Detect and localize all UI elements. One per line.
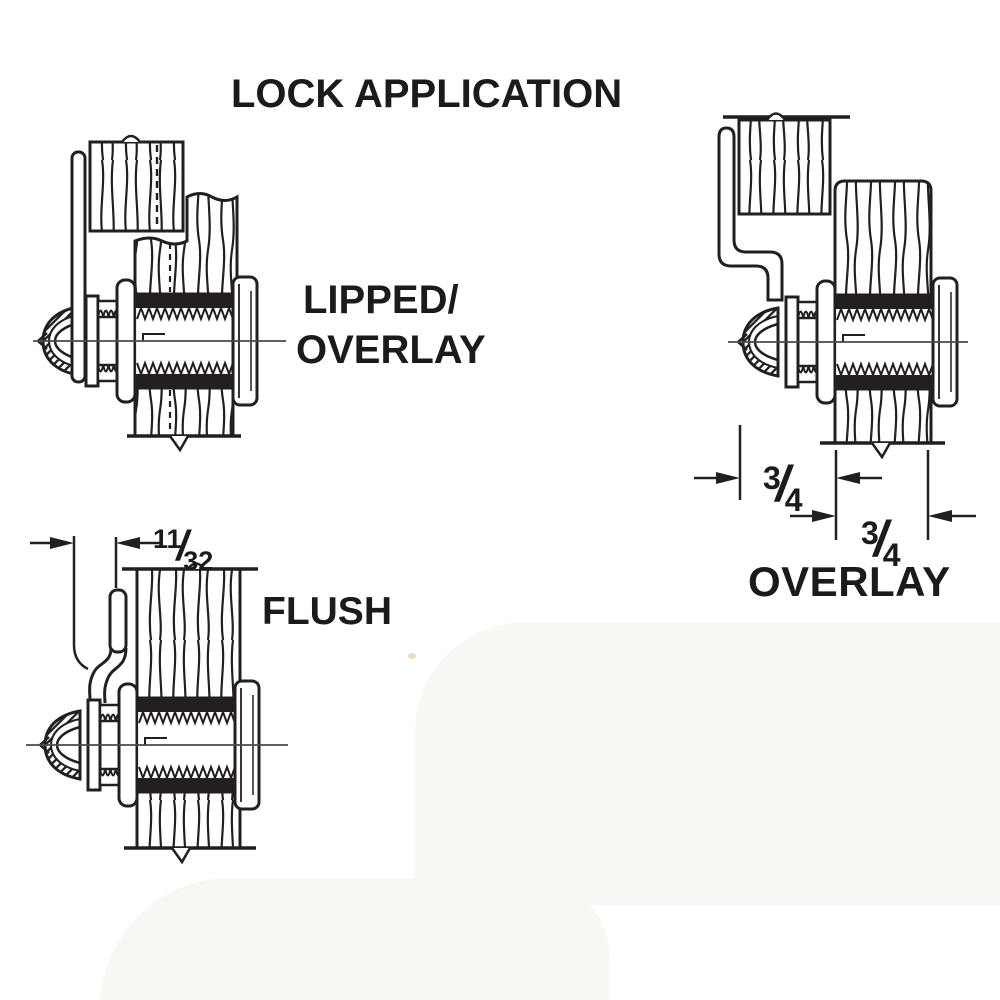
- fraction-numerator: 3: [861, 515, 879, 551]
- fraction-denominator: 32: [183, 546, 214, 576]
- overlay-dimension-lines: [694, 425, 976, 540]
- flush-door-panel: [122, 562, 258, 865]
- figure-title: LOCK APPLICATION: [231, 72, 623, 116]
- lipped-lip-strip: [70, 150, 87, 384]
- scan-speck: [408, 653, 416, 659]
- fraction-denominator: 4: [784, 482, 803, 518]
- overlay-thickness-dimension-value: 3/4: [861, 508, 901, 573]
- lipped-overlay-label-line2: OVERLAY: [296, 328, 486, 372]
- overlay-fixed-panel: [723, 112, 850, 216]
- flush-offset-dimension-value: 11/32: [153, 520, 213, 576]
- fraction-slash: /: [873, 511, 888, 567]
- flush-cam-bracket: [88, 588, 128, 704]
- scan-shadow-right: [415, 622, 1000, 905]
- flush-diagram: [26, 536, 288, 865]
- overlay-label: OVERLAY: [748, 558, 951, 605]
- overlay-cam-bracket: [717, 126, 784, 302]
- overlay-diagram: [694, 112, 976, 540]
- fraction-slash: /: [775, 456, 790, 512]
- overlay-offset-dimension-value: 3/4: [763, 453, 803, 518]
- fraction-numerator: 3: [763, 460, 781, 496]
- fraction-denominator: 4: [882, 537, 901, 573]
- flush-label: FLUSH: [262, 590, 392, 633]
- fraction-slash: /: [176, 522, 189, 569]
- scan-shadow-bottom: [100, 878, 610, 1000]
- lipped-overlay-label-line1: LIPPED/: [303, 278, 459, 322]
- lipped-fixed-panel: [88, 134, 185, 233]
- fraction-numerator: 11: [153, 524, 182, 554]
- flush-dimension-lines: [30, 536, 160, 671]
- lipped-overlay-diagram: [33, 134, 286, 453]
